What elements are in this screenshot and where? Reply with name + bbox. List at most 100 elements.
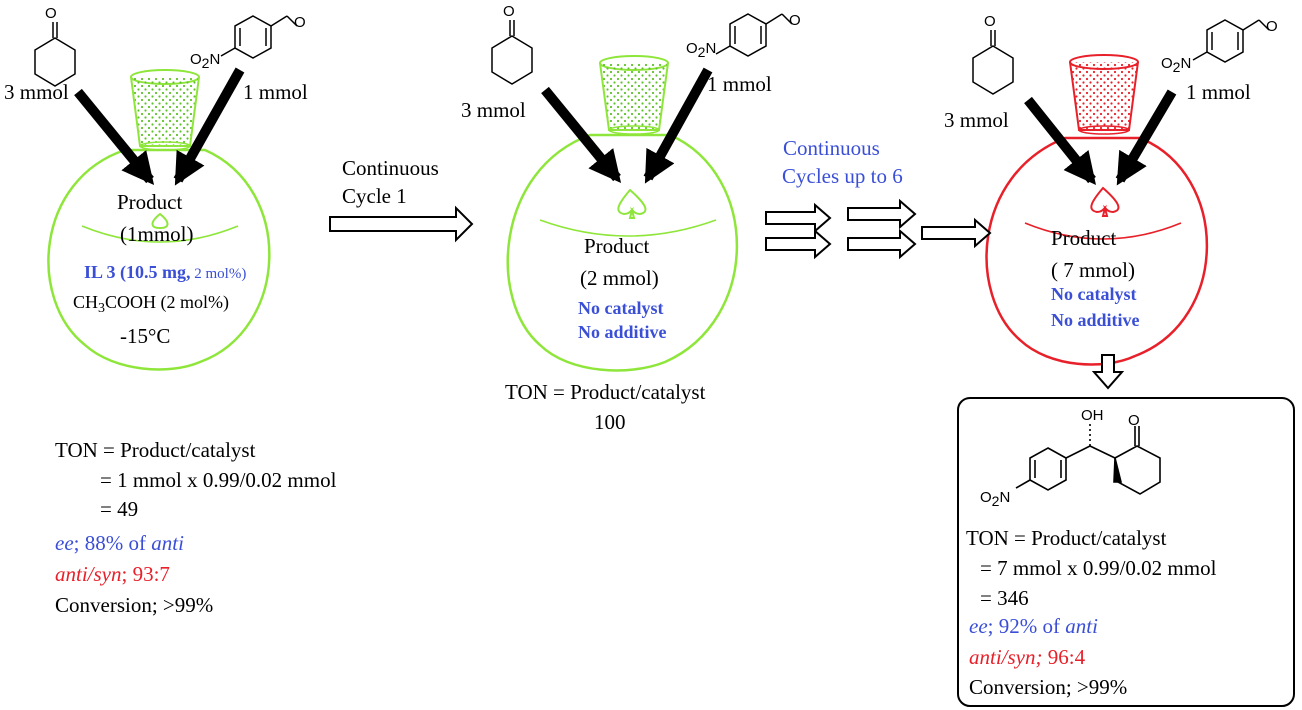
ton-1-line3: = 49: [100, 497, 139, 521]
nitrobenzaldehyde-structure-1: [220, 15, 298, 59]
ee-label: ee: [55, 531, 74, 555]
cyclohexanone-structure-3: [972, 30, 1014, 95]
flask-3-product-amount: ( 7 mmol): [1051, 258, 1135, 282]
nitro-group-1: O2N: [190, 48, 220, 75]
ee-anti: anti: [151, 531, 184, 555]
flask-1-product-label: Product: [117, 190, 183, 214]
ton-2-line1: TON = Product/catalyst: [505, 380, 706, 404]
hydroxyl-label: OH: [1081, 407, 1104, 424]
cycle-1-label-line1: Continuous: [342, 156, 439, 180]
ton-1-line1: TON = Product/catalyst: [55, 438, 256, 462]
additive-pre: CH: [73, 292, 99, 312]
flask-1-temperature: -15°C: [120, 324, 171, 348]
nitro-n: N: [705, 40, 717, 57]
nitro-o2-sub: 2: [991, 493, 1000, 509]
flask-2-no-additive: No additive: [578, 322, 667, 342]
flask-1-additive: CH3COOH (2 mol%): [73, 290, 229, 321]
nitro-o2-sub: 2: [201, 55, 210, 71]
flask-2: [506, 133, 739, 372]
cycle-1-arrow: [329, 205, 474, 243]
nitro-group-2: O2N: [686, 37, 716, 64]
cycles-6-label-line2: Cycles up to 6: [782, 164, 903, 188]
dr-label: anti/syn;: [969, 645, 1043, 669]
flask-1: [47, 148, 271, 371]
aldol-product-structure: [1015, 424, 1161, 495]
conversion-3: Conversion; >99%: [969, 675, 1128, 699]
ketone-amount-3: 3 mmol: [944, 108, 1009, 132]
flask-2-product-amount: (2 mmol): [580, 266, 659, 290]
catalyst-cartridge-3: [1069, 54, 1139, 135]
ketone-addition-arrow-3: [1024, 96, 1096, 185]
cycles-6-label-line1: Continuous: [783, 136, 880, 160]
nitro-n: N: [1180, 55, 1192, 72]
ton-3-line2: = 7 mmol x 0.99/0.02 mmol: [980, 556, 1217, 580]
flask-1-catalyst: IL 3 (10.5 mg, 2 mol%): [84, 260, 246, 286]
nitro-group-3: O2N: [1161, 52, 1191, 79]
down-arrow: [1091, 354, 1125, 390]
conversion-1: Conversion; >99%: [55, 593, 214, 617]
ketone-amount-2: 3 mmol: [461, 98, 526, 122]
flask-3-product-label: Product: [1051, 226, 1117, 250]
cyclohexanone-structure-2: [491, 20, 533, 85]
nitro-o2-main: O: [190, 51, 202, 68]
ketone-oxygen-2: O: [503, 3, 515, 20]
flask-1-product-amount: (1mmol): [120, 222, 194, 246]
dr-sep: ;: [121, 562, 128, 586]
product-ketone-oxygen: O: [1128, 412, 1140, 429]
aldehyde-oxygen-1: O: [294, 14, 306, 31]
cycles-up-to-6-arrows: [765, 198, 992, 260]
nitrobenzaldehyde-structure-2: [715, 13, 793, 57]
ee-3: ee; 92% of anti: [969, 614, 1098, 638]
ketone-oxygen-3: O: [984, 13, 996, 30]
flask-2-product-label: Product: [584, 234, 650, 258]
additive-sub: 3: [98, 301, 106, 316]
ee-label: ee: [969, 614, 988, 638]
nitro-o2-sub: 2: [1172, 59, 1181, 75]
aldehyde-oxygen-3: O: [1266, 18, 1278, 35]
ee-1: ee; 88% of anti: [55, 531, 184, 555]
ketone-amount-1: 3 mmol: [4, 80, 69, 104]
catalyst-loading: 2 mol%): [190, 266, 247, 282]
aldehyde-addition-arrow-2: [643, 67, 713, 184]
flask-3-no-catalyst: No catalyst: [1051, 284, 1137, 304]
result-box: [957, 397, 1295, 707]
aldehyde-oxygen-2: O: [789, 12, 801, 29]
nitro-o2-main: O: [980, 489, 992, 506]
ton-3-line3: = 346: [980, 586, 1029, 610]
ton-3-line1: TON = Product/catalyst: [966, 526, 1167, 550]
cycle-1-label-line2: Cycle 1: [342, 184, 407, 208]
dr-value: 96:4: [1042, 645, 1086, 669]
aldehyde-amount-3: 1 mmol: [1186, 80, 1251, 104]
aldehyde-amount-1: 1 mmol: [243, 80, 308, 104]
nitro-o2-sub: 2: [697, 44, 706, 60]
additive-post: COOH (2 mol%): [105, 292, 230, 312]
nitro-n: N: [209, 51, 221, 68]
ketone-addition-arrow-2: [541, 86, 622, 183]
dr-3: anti/syn; 96:4: [969, 645, 1085, 669]
cyclohexanone-structure-1: [34, 22, 76, 87]
aldehyde-addition-arrow-1: [173, 67, 245, 186]
dr-label: anti/syn: [55, 562, 122, 586]
flask-2-no-catalyst: No catalyst: [578, 298, 664, 318]
ketone-oxygen-1: O: [45, 5, 57, 22]
aldehyde-amount-2: 1 mmol: [707, 72, 772, 96]
catalyst-name: IL 3 (10.5 mg,: [84, 262, 191, 282]
nitrobenzaldehyde-structure-3: [1192, 19, 1270, 63]
aldehyde-addition-arrow-3: [1115, 89, 1177, 186]
ee-value: ; 92% of: [987, 614, 1066, 638]
nitro-n: N: [999, 489, 1011, 506]
ee-value: ; 88% of: [73, 531, 152, 555]
product-nitro-group: O2N: [980, 486, 1010, 513]
dr-1: anti/syn; 93:7: [55, 562, 170, 586]
flask-3-no-additive: No additive: [1051, 310, 1140, 330]
catalyst-cartridge-2: [599, 55, 669, 135]
dr-value: 93:7: [127, 562, 170, 586]
ee-anti: anti: [1065, 614, 1098, 638]
nitro-o2-main: O: [1161, 55, 1173, 72]
ketone-addition-arrow-1: [74, 88, 155, 185]
nitro-o2-main: O: [686, 40, 698, 57]
ton-1-line2: = 1 mmol x 0.99/0.02 mmol: [100, 468, 337, 492]
ton-2-line2: 100: [594, 410, 626, 434]
catalyst-cartridge-1: [130, 69, 200, 151]
